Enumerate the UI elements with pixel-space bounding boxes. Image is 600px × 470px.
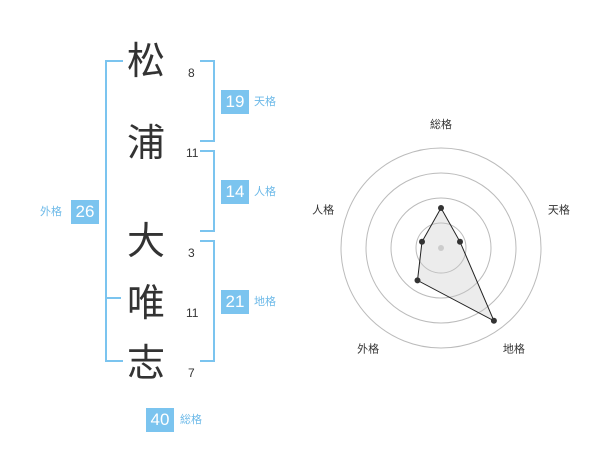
radar-point-2: [457, 238, 463, 245]
stroke-count-1: 8: [188, 66, 195, 80]
stroke-count-3: 3: [188, 246, 195, 260]
jinkaku-label: 人格: [254, 185, 276, 198]
jinkaku-bracket: [200, 150, 215, 232]
radar-point-5: [419, 238, 425, 245]
kanji-1: 松: [126, 39, 165, 83]
kanji-5: 志: [126, 341, 165, 385]
radar-axis-label-4: 外格: [357, 341, 379, 355]
radar-point-3: [490, 317, 497, 324]
gaikaku-bracket-tick: [105, 297, 121, 299]
jinkaku-score: 14: [221, 180, 249, 204]
chikaku-bracket: [200, 240, 215, 362]
radar-ring-2: [390, 197, 492, 299]
gaikaku-label: 外格: [40, 205, 62, 218]
radar-axis-label-1: 総格: [430, 117, 452, 131]
stroke-count-2: 11: [186, 146, 199, 160]
radar-axis-label-5: 人格: [312, 203, 334, 217]
radar-axis-label-2: 天格: [548, 203, 570, 217]
radar-point-1: [438, 205, 444, 211]
soukaku-label: 総格: [180, 413, 202, 426]
kanji-3: 大: [126, 219, 165, 263]
radar-ring-1: [415, 222, 467, 274]
soukaku-score: 40: [146, 408, 174, 432]
radar-center-point: [438, 245, 444, 251]
kanji-4: 唯: [126, 281, 165, 325]
gaikaku-score: 26: [71, 200, 99, 224]
radar-axis-label-3: 地格: [503, 341, 525, 355]
radar-ring-4: [340, 147, 542, 349]
tenkaku-bracket: [200, 60, 215, 142]
chikaku-label: 地格: [254, 295, 276, 308]
radar-polygon: [416, 206, 495, 322]
kanji-2: 浦: [126, 121, 165, 165]
tenkaku-label: 天格: [254, 95, 276, 108]
radar-point-4: [414, 277, 421, 284]
stroke-count-5: 7: [188, 366, 195, 380]
tenkaku-score: 19: [221, 90, 249, 114]
chikaku-score: 21: [221, 290, 249, 314]
stroke-count-4: 11: [186, 306, 199, 320]
gaikaku-bracket: [105, 60, 123, 362]
radar-ring-3: [365, 172, 517, 324]
